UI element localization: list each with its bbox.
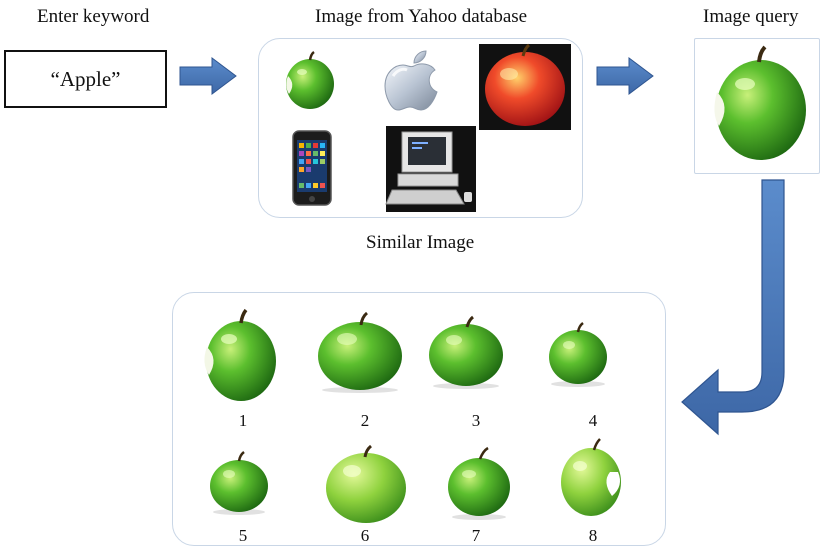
- step-label-enter-keyword: Enter keyword: [37, 6, 150, 27]
- rank-label: 8: [588, 526, 598, 545]
- right-arrow-icon: [596, 57, 654, 95]
- green-apple-icon: [549, 322, 607, 387]
- green-apple-icon: [210, 451, 268, 515]
- apple-logo-icon: [384, 50, 438, 111]
- rank-label: 4: [588, 411, 598, 430]
- computer-icon: [385, 126, 476, 212]
- green-apple-icon: [204, 308, 276, 401]
- keyword-box: “Apple”: [4, 50, 167, 108]
- step-label-image-source: Image from Yahoo database: [315, 6, 528, 27]
- green-apple-icon: [326, 444, 406, 523]
- step-label-image-query: Image query: [703, 6, 799, 27]
- right-arrow-icon: [179, 57, 237, 95]
- green-apple-icon: [561, 438, 621, 516]
- green-apple-icon: [286, 50, 334, 109]
- rank-label: 3: [471, 411, 481, 430]
- rank-label: 6: [360, 526, 370, 545]
- rank-label: 2: [360, 411, 370, 430]
- green-apple-icon: [318, 311, 402, 393]
- green-apple-icon: [429, 315, 503, 389]
- rank-label: 7: [471, 526, 481, 545]
- rank-label: 1: [238, 411, 248, 430]
- green-apple-icon: [714, 45, 806, 160]
- green-apple-icon: [448, 446, 510, 520]
- iphone-icon: [292, 130, 332, 206]
- rank-label: 5: [238, 526, 248, 545]
- similar-image-label: Similar Image: [366, 232, 475, 253]
- bent-arrow-icon: [681, 179, 785, 436]
- red-apple-icon: [479, 43, 571, 130]
